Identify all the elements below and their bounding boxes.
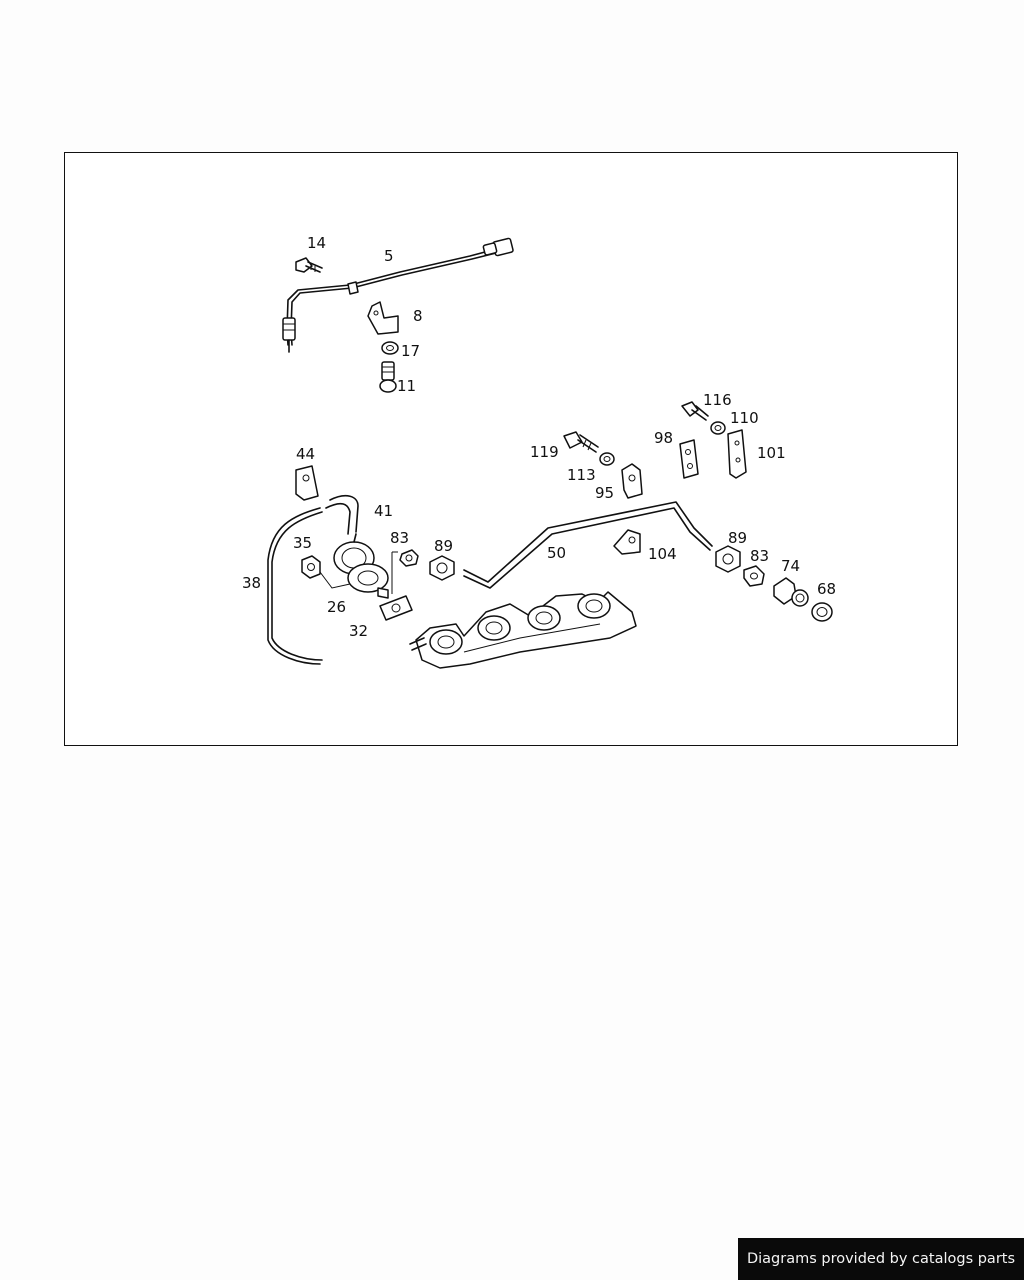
callout-98: 98 (654, 429, 673, 447)
bracket-101 (727, 429, 747, 479)
nut-35 (301, 555, 321, 579)
callout-104: 104 (648, 545, 677, 563)
bolt-119 (563, 431, 599, 453)
callout-101: 101 (757, 444, 786, 462)
callout-89-left: 89 (434, 537, 453, 555)
callout-68: 68 (817, 580, 836, 598)
callout-44: 44 (296, 445, 315, 463)
fitting-83-left (391, 549, 419, 594)
attribution-badge: Diagrams provided by catalogs parts (738, 1238, 1024, 1280)
nut-89-right (715, 545, 741, 573)
callout-119: 119 (530, 443, 559, 461)
callout-113: 113 (567, 466, 596, 484)
callout-5: 5 (384, 247, 394, 265)
callout-17: 17 (401, 342, 420, 360)
callout-83-right: 83 (750, 547, 769, 565)
callout-89-right: 89 (728, 529, 747, 547)
clamp-44 (295, 465, 319, 501)
hose-38 (267, 507, 323, 665)
callout-26: 26 (327, 598, 346, 616)
nut-89-left (429, 555, 455, 581)
screw-14 (295, 257, 323, 273)
bolt-116 (681, 401, 709, 421)
callout-83-left: 83 (390, 529, 409, 547)
callout-74: 74 (781, 557, 800, 575)
bracket-104 (613, 529, 641, 555)
valve-26 (319, 533, 389, 599)
bracket-8 (367, 301, 399, 335)
callout-110: 110 (730, 409, 759, 427)
pipe-50 (463, 501, 713, 589)
callout-11: 11 (397, 377, 416, 395)
callout-14: 14 (307, 234, 326, 252)
exhaust-manifold (409, 591, 637, 669)
bracket-98 (679, 439, 699, 479)
fitting-74 (773, 577, 809, 607)
bolt-11 (379, 361, 397, 393)
washer-68 (811, 602, 833, 622)
gasket-32 (379, 595, 413, 621)
hose-41 (325, 494, 359, 535)
oxygen-sensor-wiring (282, 237, 514, 353)
callout-38: 38 (242, 574, 261, 592)
callout-35: 35 (293, 534, 312, 552)
callout-50: 50 (547, 544, 566, 562)
callout-41: 41 (374, 502, 393, 520)
callout-32: 32 (349, 622, 368, 640)
clamp-95 (621, 463, 643, 499)
fitting-83-right (743, 565, 765, 587)
callout-8: 8 (413, 307, 423, 325)
washer-113 (599, 452, 615, 466)
callout-116: 116 (703, 391, 732, 409)
callout-95: 95 (595, 484, 614, 502)
washer-110 (710, 421, 726, 435)
washer-17 (381, 341, 399, 355)
